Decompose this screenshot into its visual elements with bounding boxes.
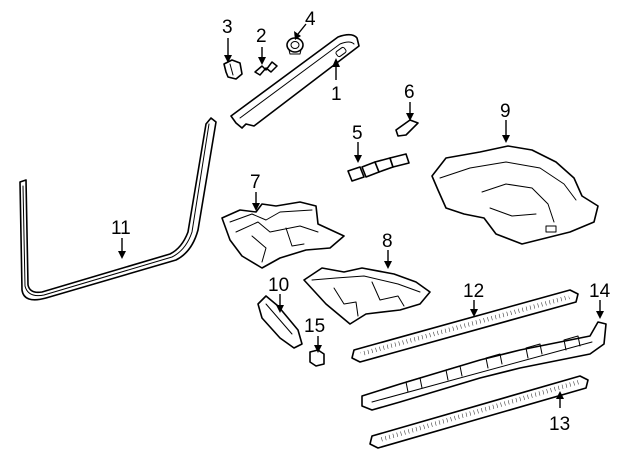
callout-15: 15 <box>304 316 325 337</box>
part-8-floor-insulator <box>303 267 431 325</box>
callout-10: 10 <box>268 275 289 296</box>
part-1-a-pillar-trim <box>230 33 360 129</box>
part-9-carpet <box>431 145 599 245</box>
part-3-clip <box>223 59 243 80</box>
callout-3: 3 <box>222 17 233 38</box>
callout-8: 8 <box>382 231 393 252</box>
leader-lines <box>118 23 604 408</box>
callout-5: 5 <box>352 123 363 144</box>
part-7-floor-insulator <box>221 201 345 269</box>
part-10-trim-panel <box>257 295 303 349</box>
part-4-grommet <box>286 37 304 55</box>
part-13-sill-plate <box>369 375 589 449</box>
part-12-sill-plate <box>351 289 579 363</box>
callout-7: 7 <box>250 172 261 193</box>
callout-4: 4 <box>305 9 316 30</box>
callout-11: 11 <box>111 218 131 239</box>
callout-12: 12 <box>463 281 484 302</box>
part-14-bracket <box>361 321 607 411</box>
callout-14: 14 <box>589 281 611 302</box>
callout-2: 2 <box>256 26 267 47</box>
part-15-clip <box>309 349 325 367</box>
part-6-pad <box>395 119 419 137</box>
part-11-door-seal <box>19 117 217 301</box>
callout-1: 1 <box>331 84 342 105</box>
callout-9: 9 <box>500 101 511 122</box>
callout-13: 13 <box>549 414 570 435</box>
part-5-pads <box>347 153 410 182</box>
callout-6: 6 <box>404 82 415 103</box>
part-2-wire-clip <box>254 61 278 76</box>
